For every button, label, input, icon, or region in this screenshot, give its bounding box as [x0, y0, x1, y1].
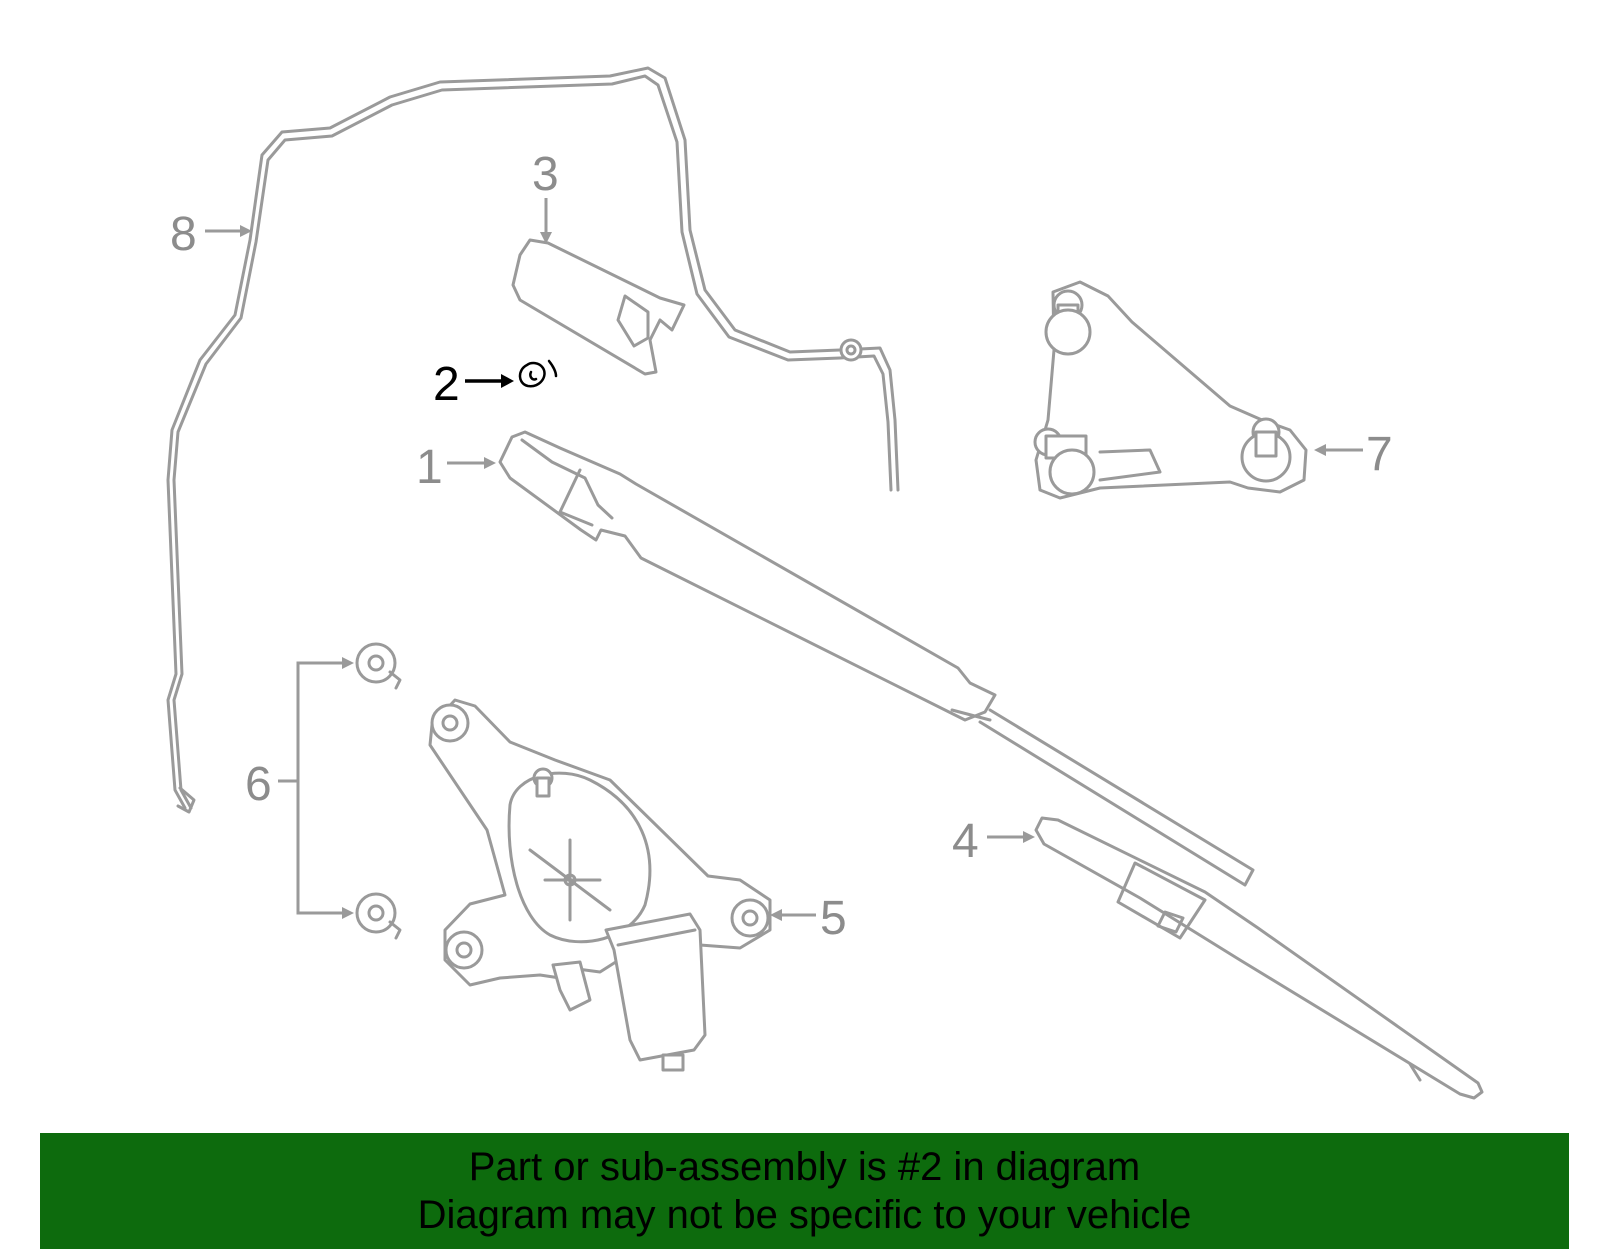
leader-3	[540, 198, 552, 244]
label-1: 1	[416, 441, 443, 494]
label-2: 2	[433, 358, 460, 411]
label-4: 4	[952, 815, 979, 868]
label-6: 6	[245, 758, 272, 811]
highlighted-nut[interactable]	[518, 359, 558, 388]
grommet-bottom[interactable]	[355, 892, 402, 940]
label-3: 3	[532, 148, 559, 201]
arm-cover-cap[interactable]	[511, 238, 686, 376]
banner-line-2: Diagram may not be specific to your vehi…	[417, 1193, 1192, 1237]
banner-line-1: Part or sub-assembly is #2 in diagram	[468, 1145, 1141, 1189]
label-8: 8	[170, 208, 197, 261]
grommet-top[interactable]	[355, 642, 402, 690]
leader-6	[278, 657, 354, 919]
washer-hose[interactable]	[166, 66, 900, 814]
pivot-linkage-bracket[interactable]	[1033, 280, 1308, 500]
leader-5	[770, 909, 816, 921]
leader-4	[987, 831, 1035, 843]
leader-2	[465, 374, 514, 388]
wiper-blade[interactable]	[1034, 816, 1484, 1100]
leader-7	[1314, 444, 1363, 456]
wiper-arm[interactable]	[498, 430, 1255, 887]
leader-8	[205, 225, 252, 237]
wiper-motor[interactable]	[428, 698, 772, 1072]
info-banner: Part or sub-assembly is #2 in diagram Di…	[40, 1133, 1569, 1249]
label-7: 7	[1366, 428, 1393, 481]
leader-1	[447, 457, 496, 469]
label-5: 5	[820, 892, 847, 945]
